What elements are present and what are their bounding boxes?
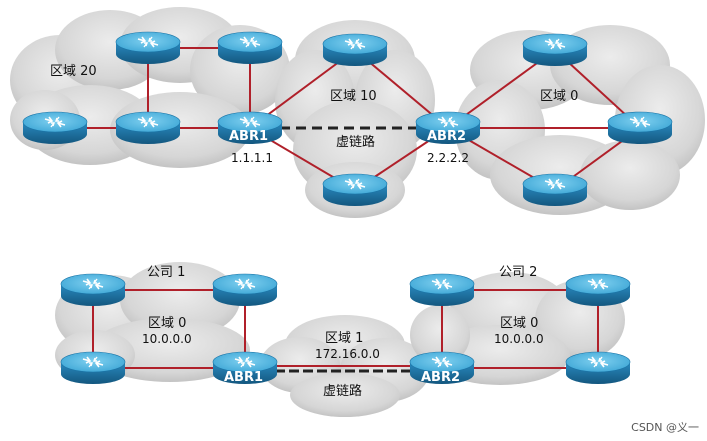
router-area0-bottom <box>523 174 587 206</box>
label-area20: 区域 20 <box>50 64 97 79</box>
label-area10: 区域 10 <box>330 89 377 104</box>
cloud-company1 <box>55 262 250 382</box>
label-area0-top: 区域 0 <box>540 89 578 104</box>
cloud-area10 <box>275 20 435 218</box>
router-area20-top-left <box>116 32 180 64</box>
router-company2-bottom-right <box>566 352 630 384</box>
label-abr2-ip: 2.2.2.2 <box>427 151 469 165</box>
router-company2-top-right <box>566 274 630 306</box>
router-company1-top-left <box>61 274 125 306</box>
label-transit-net: 172.16.0.0 <box>315 347 380 361</box>
label-company1-net: 10.0.0.0 <box>142 332 192 346</box>
router-area10-top <box>323 34 387 66</box>
router-area10-bottom <box>323 174 387 206</box>
router-area0-top <box>523 34 587 66</box>
watermark: CSDN @义一 <box>631 421 699 434</box>
router-company1-top-right <box>213 274 277 306</box>
label-company1-area: 区域 0 <box>148 316 186 331</box>
label-company2-net: 10.0.0.0 <box>494 332 544 346</box>
router-company1-bottom-left <box>61 352 125 384</box>
router-area20-bottom-mid <box>116 112 180 144</box>
router-area20-bottom-left <box>23 112 87 144</box>
label-virtual-link-bottom: 虚链路 <box>323 383 362 399</box>
label-company2-area: 区域 0 <box>500 316 538 331</box>
label-abr2-bottom: ABR2 <box>421 370 460 385</box>
router-area0-right <box>608 112 672 144</box>
router-area20-top-right <box>218 32 282 64</box>
cloud-company2 <box>410 272 625 385</box>
label-abr1-ip: 1.1.1.1 <box>231 151 273 165</box>
label-abr2-top: ABR2 <box>427 129 466 144</box>
label-abr1-bottom: ABR1 <box>224 370 263 385</box>
router-company2-top-left <box>410 274 474 306</box>
label-virtual-link-top: 虚链路 <box>336 134 375 150</box>
label-abr1-top: ABR1 <box>229 129 268 144</box>
bottom-transit-link <box>245 365 442 373</box>
label-company1: 公司 1 <box>147 265 185 280</box>
label-company2: 公司 2 <box>499 265 537 280</box>
cloud-area0-top <box>455 25 705 215</box>
label-transit-area: 区域 1 <box>325 331 363 346</box>
